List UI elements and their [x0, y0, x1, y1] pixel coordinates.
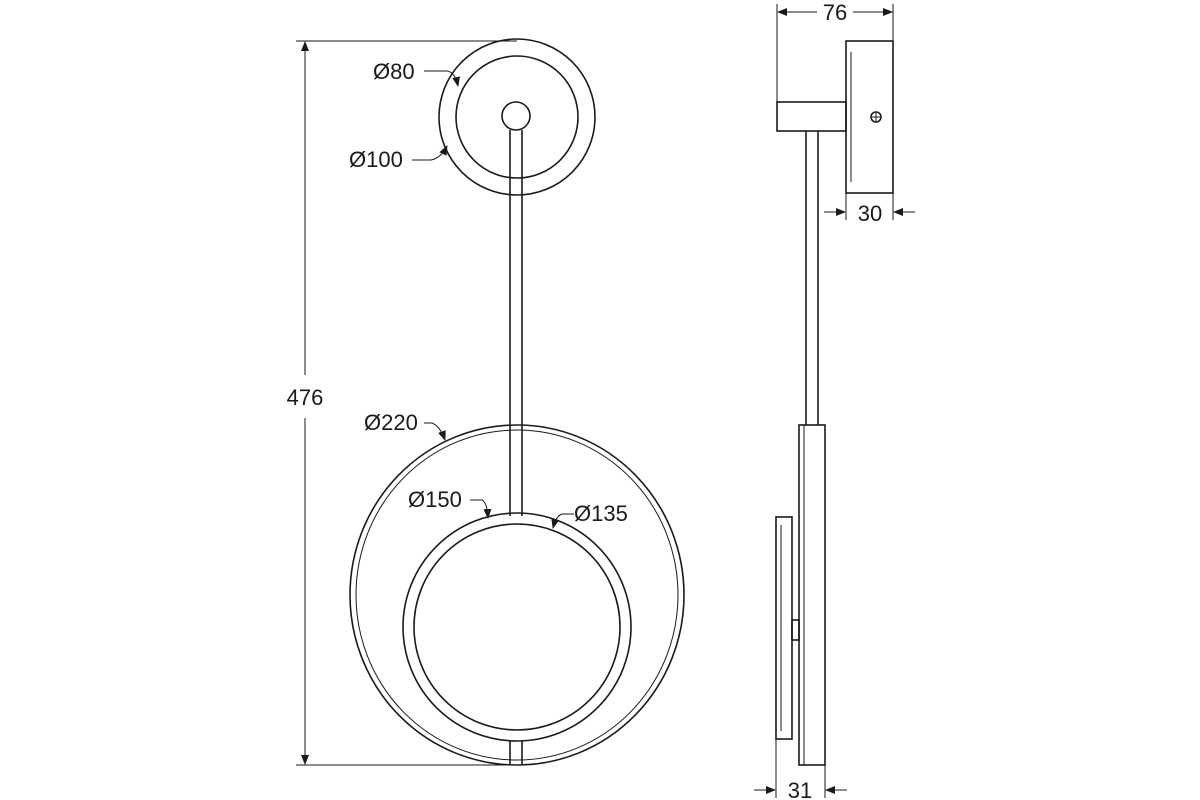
- ring-outer-circle: [402, 512, 632, 742]
- canopy-inner-circle: [455, 55, 579, 179]
- ring-inner-circle: [413, 523, 621, 731]
- ring-inner-diameter-label: Ø135: [574, 501, 628, 526]
- light-panel-side: [775, 516, 793, 740]
- light-panel-connector: [791, 619, 800, 641]
- stem-mount-circle: [501, 101, 531, 131]
- side-view: 76 30 31: [754, 0, 915, 800]
- disc-outer-circle: [349, 424, 685, 766]
- ring-outer-diameter-label: Ø150: [408, 487, 462, 512]
- canopy-inner-leader: [424, 70, 461, 87]
- disc-inner-edge: [355, 429, 679, 761]
- canopy-outer-leader: [412, 145, 448, 161]
- screw-icon: [870, 111, 882, 123]
- disc-outer-diameter-label: Ø220: [364, 410, 418, 435]
- wall-plate: [845, 40, 894, 194]
- disc-thickness-label: 31: [788, 778, 812, 800]
- canopy-outer-circle: [438, 38, 596, 196]
- ring-outer-leader: [470, 499, 492, 519]
- canopy-outer-diameter-label: Ø100: [349, 147, 403, 172]
- arm-bracket: [776, 101, 847, 132]
- front-view: 476 Ø80 Ø100 Ø220 Ø150 Ø135: [287, 38, 685, 766]
- overall-height-label: 476: [287, 385, 324, 410]
- overall-depth-label: 76: [823, 0, 847, 25]
- canopy-inner-diameter-label: Ø80: [373, 59, 415, 84]
- disc-side-body: [798, 424, 826, 766]
- ring-inner-leader: [551, 513, 574, 529]
- canopy-depth-label: 30: [858, 201, 882, 226]
- disc-outer-leader: [424, 422, 446, 441]
